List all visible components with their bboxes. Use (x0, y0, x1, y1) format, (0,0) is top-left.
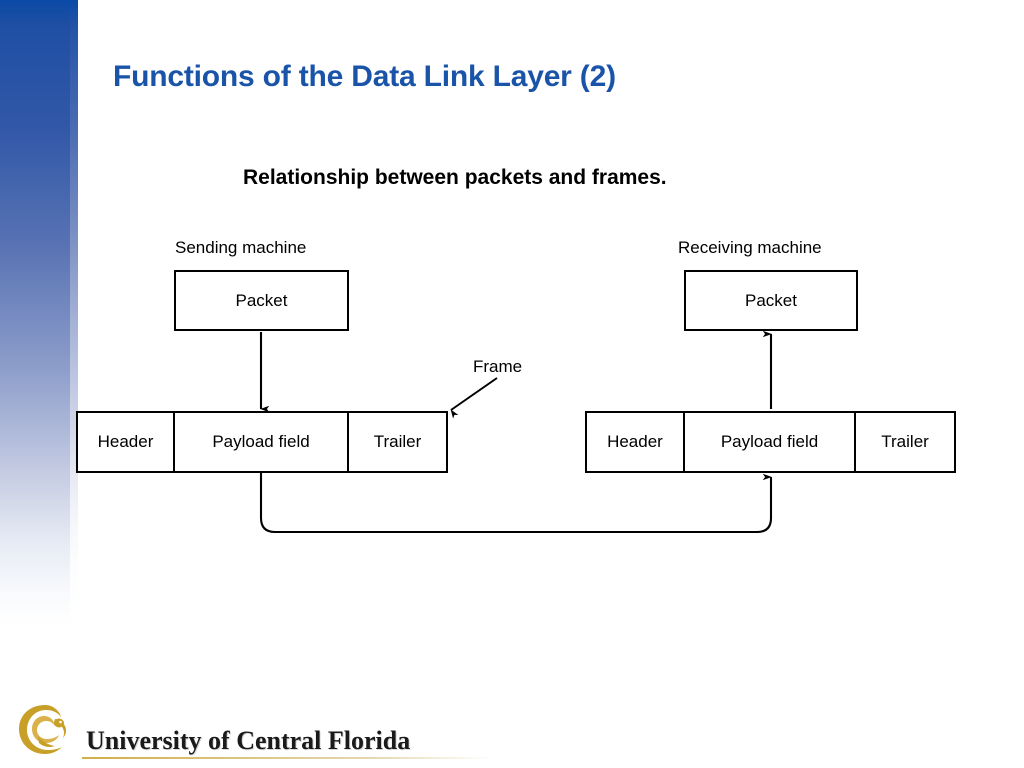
ucf-pegasus-logo-icon (19, 705, 67, 754)
sidebar-gradient-strip (0, 0, 78, 768)
sending-machine-label: Sending machine (175, 238, 307, 257)
sending-frame-cell-trailer: Trailer (373, 432, 422, 451)
receiving-packet-box: Packet (684, 270, 858, 331)
receiving-machine-label: Receiving machine (678, 238, 822, 257)
frame-callout-label: Frame (473, 357, 523, 376)
sending-frame-strip: Header Payload field Trailer (76, 411, 448, 473)
transmission-connector-path (259, 473, 773, 534)
receiving-frame-cell-header: Header (587, 413, 685, 471)
receiving-frame-cell-payload: Payload field (685, 413, 857, 471)
footer-rule-divider (82, 757, 492, 759)
slide-subtitle: Relationship between packets and frames. (243, 166, 667, 189)
sending-frame-cell-header: Header (78, 413, 175, 471)
sidebar-strip-accent (70, 0, 78, 768)
sending-frame-cell-payload: Payload field (175, 413, 349, 471)
receiving-frame-cell-trailer: Trailer (881, 432, 929, 451)
page-title: Functions of the Data Link Layer (2) (113, 60, 616, 93)
receiving-frame-strip: Header Payload field Trailer (585, 411, 956, 473)
footer-institution-name: University of Central Florida (86, 726, 411, 755)
sending-packet-box: Packet (174, 270, 349, 331)
frame-callout-arrow (450, 377, 498, 419)
